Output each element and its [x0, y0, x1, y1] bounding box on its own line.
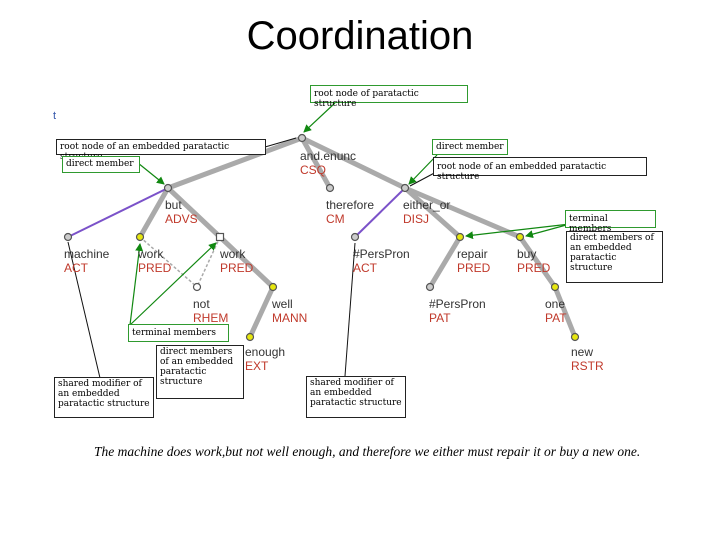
note-shared-modifier-left: shared modifier of an embedded paratacti… [54, 377, 154, 418]
node-machine [63, 232, 73, 242]
edge-work2-not [196, 236, 221, 288]
lemma-either-or: either_or [403, 198, 450, 212]
edge-but-work1 [137, 185, 171, 240]
node-perspron2 [425, 282, 435, 292]
functor-perspron2: PAT [429, 311, 451, 325]
lemma-perspron1: #PersPron [353, 247, 410, 261]
functor-and: CSQ [300, 163, 326, 177]
lemma-buy: buy [517, 247, 536, 261]
arrow-root-paratactic [303, 102, 336, 133]
lemma-perspron2: #PersPron [429, 297, 486, 311]
line-root-embedded-left [264, 137, 297, 148]
annotation-arrows [129, 102, 571, 326]
note-direct-member-left: direct member [62, 156, 140, 173]
edge-and-therefore [299, 135, 333, 191]
note-direct-members-embedded-middle: direct members of an embedded paratactic… [156, 345, 244, 399]
note-direct-members-embedded-right: direct members of an embedded paratactic… [566, 231, 663, 283]
arrow-direct-member-left [137, 162, 165, 185]
functor-new: RSTR [571, 359, 604, 373]
line-shared-left [67, 241, 101, 379]
edge-repair-perspron2 [427, 234, 463, 290]
edge-one-new [552, 284, 578, 340]
functor-repair: PRED [457, 261, 491, 275]
lemma-and: and.enunc [300, 149, 356, 163]
arrow-terminal-left-2 [129, 242, 217, 326]
note-root-embedded-left: root node of an embedded paratactic stru… [56, 139, 266, 162]
edge-and-but [165, 135, 305, 191]
functor-therefore: CM [326, 212, 345, 226]
node-work1 [135, 232, 145, 242]
node-one [550, 282, 560, 292]
functor-enough: EXT [245, 359, 269, 373]
arrow-direct-member-right [408, 154, 438, 185]
lemma-machine: machine [64, 247, 110, 261]
lemma-enough: enough [245, 345, 285, 359]
note-root-embedded-right: root node of an embedded paratactic stru… [433, 157, 647, 182]
functor-perspron1: ACT [353, 261, 378, 275]
lemma-but: but [165, 198, 182, 212]
functor-not: RHEM [193, 311, 228, 325]
node-therefore [325, 183, 335, 193]
functor-but: ADVS [165, 212, 198, 226]
edge-but-machine [67, 187, 169, 238]
node-labels: and.enunc CSQ but ADVS therefore CM eith… [64, 149, 604, 373]
note-shared-modifier-middle: shared modifier of an embedded paratacti… [306, 376, 406, 418]
functor-work2: PRED [220, 261, 254, 275]
lemma-therefore: therefore [326, 198, 374, 212]
shared-edges [67, 187, 406, 238]
arrow-terminal-right-1 [465, 223, 571, 240]
node-well [268, 282, 278, 292]
example-sentence: The machine does work,but not well enoug… [94, 444, 641, 459]
functor-well: MANN [272, 311, 307, 325]
edge-either-repair [402, 185, 463, 240]
note-terminal-members-right: terminal members [565, 210, 656, 234]
edge-well-enough [247, 284, 276, 340]
note-root-paratactic: root node of paratactic structure [310, 85, 468, 109]
arrow-terminal-left-1 [129, 243, 144, 326]
node-new [570, 332, 580, 342]
node-and [297, 133, 307, 143]
node-but [163, 183, 173, 193]
note-direct-member-right: direct member [432, 139, 508, 155]
corner-mark: t [53, 110, 57, 122]
lemma-repair: repair [457, 247, 488, 261]
node-buy [515, 232, 525, 242]
node-either-or [400, 183, 410, 193]
node-enough [245, 332, 255, 342]
edge-work2-well [217, 234, 276, 290]
lemma-work1: work [137, 247, 164, 261]
lemma-not: not [193, 297, 210, 311]
slide-title: Coordination [246, 14, 474, 58]
lemma-new: new [571, 345, 593, 359]
node-work2 [215, 232, 225, 242]
tree-edges [137, 135, 578, 340]
functor-either-or: DISJ [403, 212, 429, 226]
lemma-well: well [271, 297, 293, 311]
tree-nodes [63, 133, 580, 342]
note-terminal-members-left: terminal members [128, 324, 229, 342]
tree-edges-thin [139, 236, 221, 288]
edge-work1-not [139, 236, 198, 288]
edge-either-buy [402, 185, 523, 240]
node-repair [455, 232, 465, 242]
line-shared-middle [344, 242, 356, 377]
edge-but-work2 [165, 185, 223, 240]
edge-and-either [299, 135, 408, 191]
functor-work1: PRED [138, 261, 172, 275]
edge-buy-one [517, 234, 558, 290]
arrow-terminal-right-2 [525, 223, 571, 239]
functor-buy: PRED [517, 261, 551, 275]
node-not [192, 282, 202, 292]
functor-machine: ACT [64, 261, 89, 275]
lemma-one: one [545, 297, 565, 311]
lemma-work2: work [219, 247, 246, 261]
functor-one: PAT [545, 311, 567, 325]
node-perspron1 [350, 232, 360, 242]
edge-either-perspron1 [354, 187, 406, 238]
